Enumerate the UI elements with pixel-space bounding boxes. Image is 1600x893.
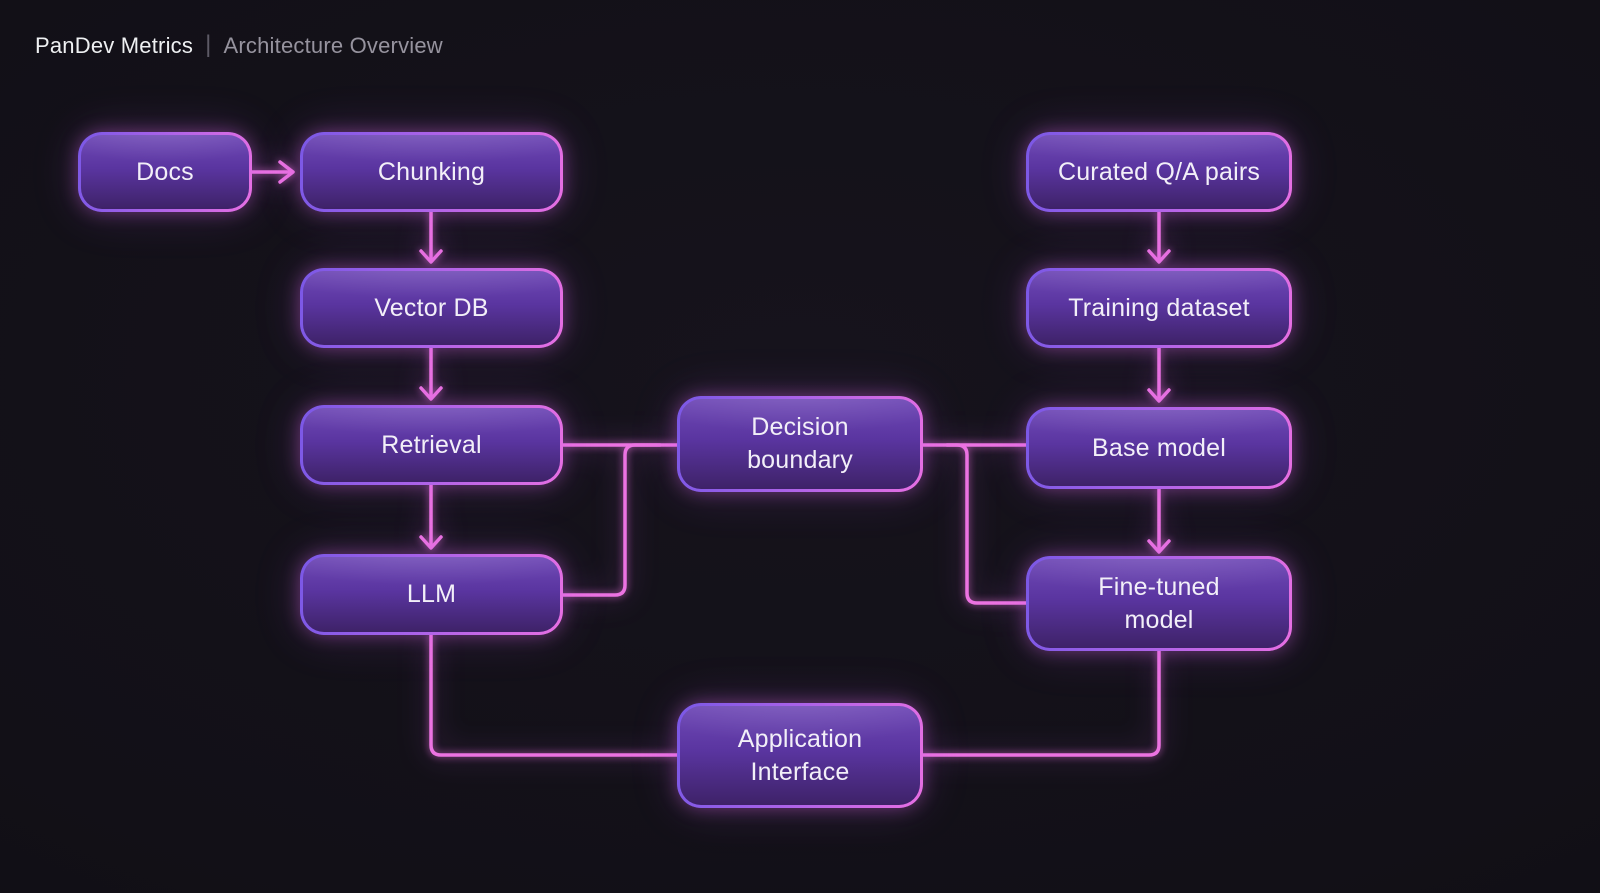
edge-llm-application-interface-line	[429, 633, 679, 757]
breadcrumb: PanDev Metrics | Architecture Overview	[35, 31, 443, 60]
edge-training-dataset-base-model-arrowhead	[1147, 388, 1171, 403]
node-llm-label: LLM	[406, 580, 457, 608]
node-curated-qa-pairs[interactable]: Curated Q/A pairs	[1026, 132, 1292, 212]
node-decision-boundary[interactable]: Decision boundary	[677, 396, 923, 492]
title-divider: |	[205, 31, 212, 58]
edge-base-model-fine-tuned-model-arrowhead	[1147, 539, 1171, 554]
edge-llm-decision-boundary-line	[561, 443, 662, 597]
node-curated-qa-pairs-label: Curated Q/A pairs	[1057, 157, 1261, 186]
node-training-dataset-label: Training dataset	[1068, 293, 1250, 322]
node-docs[interactable]: Docs	[78, 132, 252, 212]
node-chunking[interactable]: Chunking	[300, 132, 563, 212]
node-fine-tuned-model-label: Fine-tuned model	[1098, 572, 1220, 634]
app-title: PanDev Metrics	[35, 33, 194, 58]
node-application-interface[interactable]: Application Interface	[677, 703, 923, 808]
edge-curated-qa-training-dataset-arrowhead	[1147, 249, 1171, 264]
node-fine-tuned-model[interactable]: Fine-tuned model	[1026, 556, 1292, 651]
node-base-model[interactable]: Base model	[1026, 407, 1292, 489]
node-chunking-label: Chunking	[377, 157, 486, 186]
edge-docs-chunking-arrowhead	[278, 160, 295, 184]
node-base-model-label: Base model	[1091, 433, 1227, 462]
page-title: Architecture Overview	[223, 33, 443, 58]
edge-fine-tuned-model-application-interface-line	[921, 649, 1161, 757]
node-application-interface-label: Application Interface	[737, 724, 863, 786]
node-vector-db[interactable]: Vector DB	[300, 268, 563, 348]
node-vector-db-label: Vector DB	[374, 293, 489, 322]
node-llm[interactable]: LLM	[300, 554, 563, 635]
edge-decision-boundary-fine-tuned-model-line	[945, 443, 1028, 605]
edge-retrieval-llm-arrowhead	[419, 535, 443, 550]
edge-vector-db-retrieval-arrowhead	[419, 386, 443, 401]
edge-chunking-vector-db-arrowhead	[419, 249, 443, 264]
node-docs-label: Docs	[136, 157, 194, 186]
node-retrieval-label: Retrieval	[381, 430, 482, 459]
node-decision-boundary-label: Decision boundary	[747, 413, 853, 474]
node-training-dataset[interactable]: Training dataset	[1026, 268, 1292, 348]
node-retrieval[interactable]: Retrieval	[300, 405, 563, 485]
